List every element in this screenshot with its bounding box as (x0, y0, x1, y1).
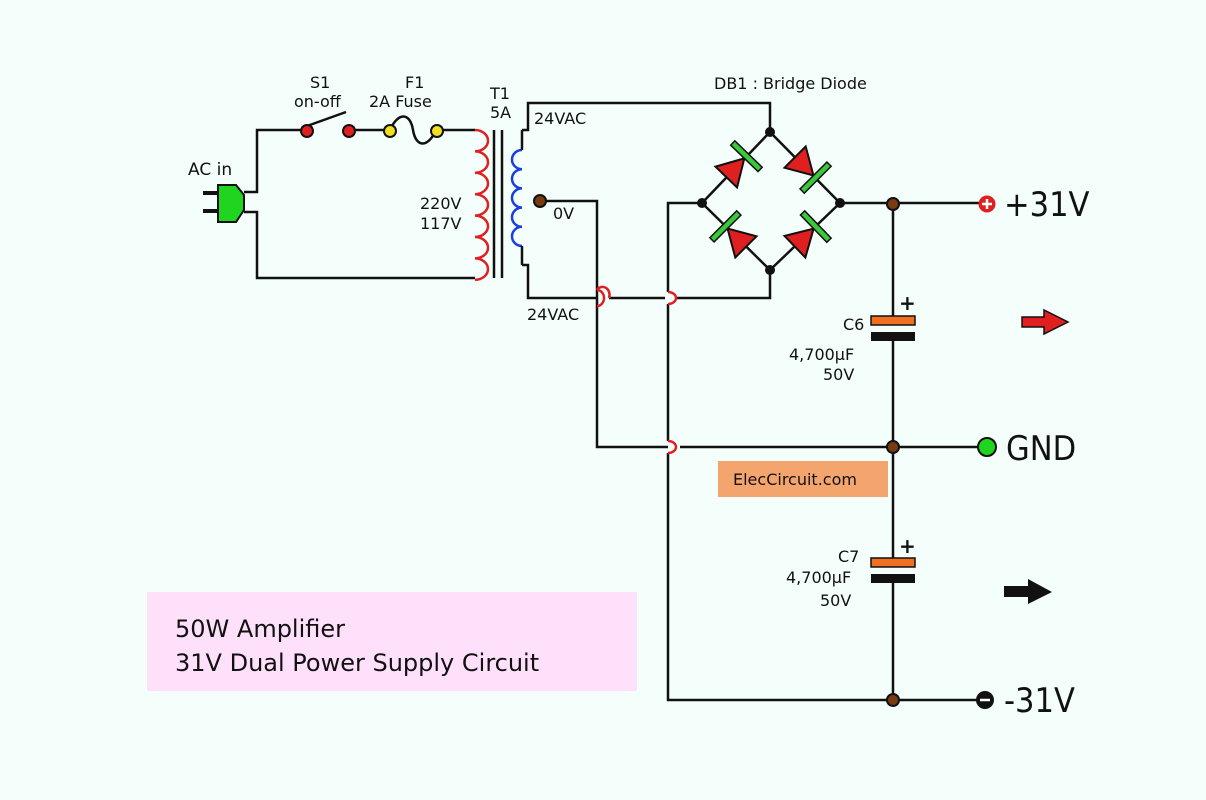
switch-ref: S1 (310, 73, 330, 92)
watermark-box (718, 461, 888, 497)
c6-value: 4,700µF (789, 345, 854, 364)
junction-nodes (886, 197, 900, 707)
gnd-terminal-icon (977, 437, 997, 457)
primary-voltage-1: 220V (420, 194, 462, 213)
fuse-desc: 2A Fuse (369, 92, 432, 111)
c7-ref: C7 (838, 547, 859, 566)
title-box (147, 592, 637, 691)
positive-terminal-icon (978, 195, 996, 213)
title-line-2: 31V Dual Power Supply Circuit (175, 649, 539, 677)
black-arrow-icon (1004, 579, 1052, 604)
c7-voltage: 50V (820, 591, 851, 610)
switch-s1 (300, 110, 356, 138)
c6-plus-sign: + (899, 291, 916, 315)
wire-crossovers (595, 285, 678, 455)
ac-in-label: AC in (188, 160, 232, 180)
c6-voltage: 50V (823, 365, 854, 384)
center-tap-node (533, 194, 547, 208)
secondary-bottom-label: 24VAC (527, 305, 579, 324)
fuse-f1 (383, 115, 444, 145)
capacitor-c6 (870, 315, 916, 341)
bridge-label: DB1 : Bridge Diode (714, 74, 867, 93)
secondary-top-label: 24VAC (534, 109, 586, 128)
switch-desc: on-off (294, 92, 342, 111)
transformer-secondary-coil (510, 148, 523, 248)
title-line-1: 50W Amplifier (175, 615, 345, 643)
c6-ref: C6 (843, 315, 864, 334)
watermark-text: ElecCircuit.com (733, 470, 857, 489)
fuse-ref: F1 (405, 73, 424, 92)
transformer-rating: 5A (490, 103, 511, 122)
capacitor-c7 (870, 557, 916, 583)
output-gnd-label: GND (1006, 429, 1076, 469)
diode-d3 (708, 209, 759, 260)
c7-plus-sign: + (899, 534, 916, 558)
center-tap-label: 0V (553, 204, 574, 223)
primary-voltage-2: 117V (420, 214, 462, 233)
output-negative-label: -31V (1004, 681, 1075, 721)
red-arrow-icon (1021, 308, 1070, 336)
negative-terminal-icon (976, 691, 994, 709)
diode-d1 (713, 139, 764, 190)
transformer-ref: T1 (489, 84, 510, 103)
transformer-primary-coil (474, 128, 490, 282)
bridge-junctions (697, 127, 845, 275)
diode-d2 (782, 144, 833, 195)
diode-d4 (782, 209, 833, 260)
c7-value: 4,700µF (786, 568, 851, 587)
output-positive-label: +31V (1004, 185, 1090, 225)
wires (244, 101, 985, 702)
ac-plug-icon (203, 184, 245, 223)
crossover-a (596, 288, 606, 308)
